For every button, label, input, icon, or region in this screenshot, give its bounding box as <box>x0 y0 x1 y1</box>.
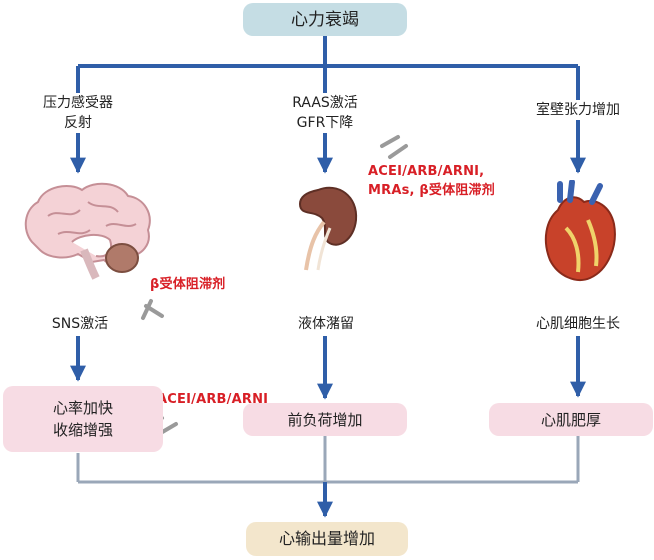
heart-failure-box: 心力衰竭 <box>243 3 407 36</box>
fluid-retention-label: 液体潴留 <box>290 314 362 334</box>
heart-failure-label: 心力衰竭 <box>291 9 359 30</box>
beta-blocker-label: β受体阻滞剂 <box>150 277 226 292</box>
preload-box: 前负荷增加 <box>243 403 407 436</box>
baroreceptor-line-1: 压力感受器 <box>43 95 113 111</box>
wall-tension-label: 室壁张力增加 <box>526 100 630 120</box>
kidney-icon <box>298 186 358 271</box>
cardiac-output-box: 心输出量增加 <box>246 522 408 556</box>
heart-rate-line-1: 心率加快 <box>52 399 113 417</box>
raas-drug-label: ACEI/ARB/ARNI, MRAs, β受体阻滞剂 <box>368 164 495 198</box>
acei-drug-label: ACEI/ARB/ARNI <box>157 392 269 407</box>
raas-label: RAAS激活 GFR下降 <box>284 93 366 133</box>
baroreceptor-label: 压力感受器 反射 <box>40 93 116 133</box>
myocyte-growth-label: 心肌细胞生长 <box>526 314 630 334</box>
brain-icon <box>24 182 151 280</box>
heart-rate-box: 心率加快 收缩增强 <box>3 386 163 452</box>
baroreceptor-line-2: 反射 <box>64 115 92 131</box>
raas-line-1: RAAS激活 <box>292 95 358 111</box>
sns-label: SNS激活 <box>46 314 114 334</box>
heart-icon <box>544 180 616 281</box>
heart-rate-line-2: 收缩增强 <box>52 421 113 439</box>
raas-line-2: GFR下降 <box>296 115 354 131</box>
hypertrophy-box: 心肌肥厚 <box>489 403 653 436</box>
